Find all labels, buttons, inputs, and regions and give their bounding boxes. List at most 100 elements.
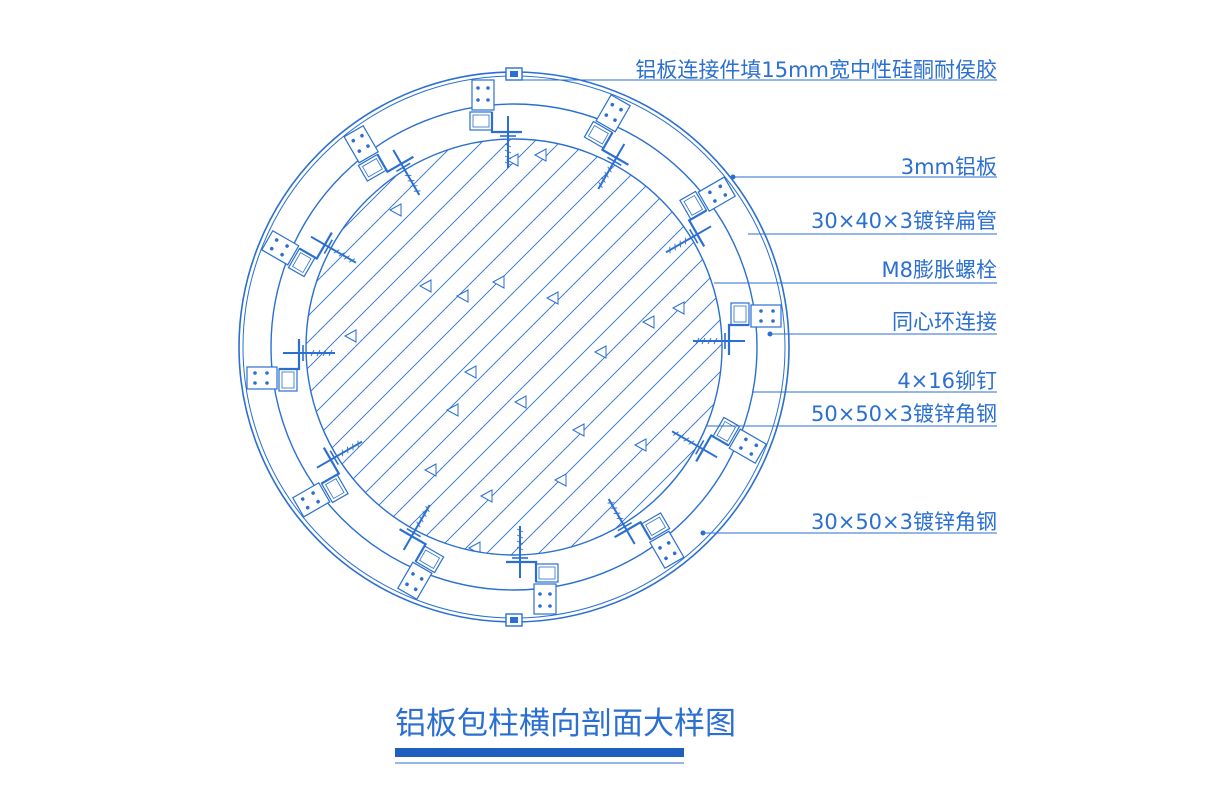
aluminum-plate-outer (238, 71, 790, 623)
label-aluminum-plate: 3mm铝板 (901, 155, 997, 179)
hatch-line (306, 139, 722, 555)
label-flat-tube: 30×40×3镀锌扁管 (811, 209, 997, 233)
angle-steel (614, 520, 652, 541)
rivet-hole (610, 102, 615, 107)
rivet-hole (759, 309, 763, 313)
bolt-thread (504, 149, 512, 154)
rivet-hole (771, 319, 775, 323)
rivet-hole (269, 246, 274, 251)
hatch-line (306, 139, 722, 555)
sealant-core (510, 71, 518, 77)
flat-tube-inner (683, 194, 703, 216)
aggregate-triangle (641, 315, 655, 329)
hatch-line (313, 139, 722, 555)
bolt-thread (316, 349, 321, 357)
hatch-line (339, 139, 722, 555)
expansion-bolt (392, 149, 421, 196)
flat-tube-inner (733, 305, 747, 323)
rivet-hole (265, 371, 269, 375)
bolt-thread (322, 349, 327, 357)
leader-dot-concentric-ring (767, 331, 773, 337)
bolt-thread (410, 185, 418, 187)
bolt-thread (598, 182, 603, 189)
angle-steel (687, 209, 708, 247)
bolt-washer (695, 439, 705, 455)
expansion-bolt (671, 430, 718, 459)
hatch-line (306, 139, 722, 555)
bolt-thread (683, 437, 690, 442)
bracket-assembly (260, 230, 357, 278)
rivet-hole (253, 381, 257, 385)
aggregate-triangle (343, 329, 357, 343)
aggregate-triangle (533, 148, 547, 162)
bracket-assembly (469, 79, 522, 168)
aggregate-triangle (593, 345, 607, 359)
angle-steel (399, 528, 428, 563)
bracket-assembly (583, 93, 631, 190)
rivet-hole (538, 592, 542, 596)
rivet-hole (548, 604, 552, 608)
aggregate-triangle (491, 275, 505, 289)
bolt-thread (516, 546, 524, 551)
label-angle-steel-50: 50×50×3镀锌角钢 (811, 402, 997, 426)
bolt-thread (607, 166, 612, 173)
bolt-thread (516, 528, 524, 533)
hatch-line (365, 139, 722, 555)
bolt-thread (674, 243, 676, 251)
rivet-hole (739, 446, 743, 450)
bolt-thread (713, 337, 718, 345)
connector-plate (533, 583, 557, 615)
bolt-thread (343, 255, 350, 260)
connector-plate (595, 93, 631, 133)
connector-plate (397, 561, 433, 601)
bolt-washer (689, 228, 699, 244)
bolt-thread (688, 440, 695, 445)
rivet-hole (413, 587, 418, 592)
bolt-washer (323, 239, 333, 255)
angle-steel (320, 447, 341, 485)
rivet-hole (604, 113, 609, 117)
bolt-thread (604, 171, 609, 178)
bolt-thread (419, 516, 424, 523)
rivet-hole (723, 193, 728, 197)
bolt-thread (328, 349, 333, 357)
inner-ring (270, 103, 758, 591)
flat-tube-inner (419, 549, 441, 569)
aggregate-triangle (571, 423, 585, 437)
aggregate-triangle (671, 301, 685, 315)
aggregate-triangle (455, 289, 469, 303)
flat-tube-inner (716, 420, 736, 442)
bolt-washer (406, 528, 422, 538)
connector-plate (291, 482, 331, 518)
connector-plate (750, 304, 782, 328)
rivet-hole (274, 238, 279, 242)
bolt-thread (347, 446, 349, 454)
bolt-thread (407, 180, 415, 182)
bolt-thread (504, 161, 512, 166)
label-sealant: 铝板连接件填15mm宽中性硅酮耐侯胶 (635, 58, 997, 82)
hatch-line (306, 139, 722, 555)
rivet-hole (476, 98, 480, 102)
flat-tube-inner (292, 252, 312, 274)
sealant-core (510, 617, 518, 623)
expansion-bolt (665, 225, 712, 254)
rivet-hole (357, 149, 362, 153)
bolt-thread (613, 512, 621, 514)
aggregate-triangle (388, 203, 402, 217)
angle-steel (490, 112, 522, 134)
rivet-hole (619, 107, 623, 112)
column-hatch (306, 139, 722, 555)
label-rivet: 4×16铆钉 (897, 369, 997, 393)
hatch-line (306, 139, 722, 555)
rivet-hole (476, 86, 480, 90)
aggregate-triangle (423, 463, 437, 477)
angle-steel (727, 323, 749, 355)
hatch-line (306, 139, 722, 555)
rivet-hole (411, 572, 415, 576)
rivet-hole (316, 499, 320, 504)
bracket-assembly (607, 498, 685, 570)
bolt-thread (333, 249, 340, 254)
rivet-hole (360, 133, 364, 138)
bolt-washer (606, 156, 622, 166)
aggregate-triangle (513, 395, 527, 409)
